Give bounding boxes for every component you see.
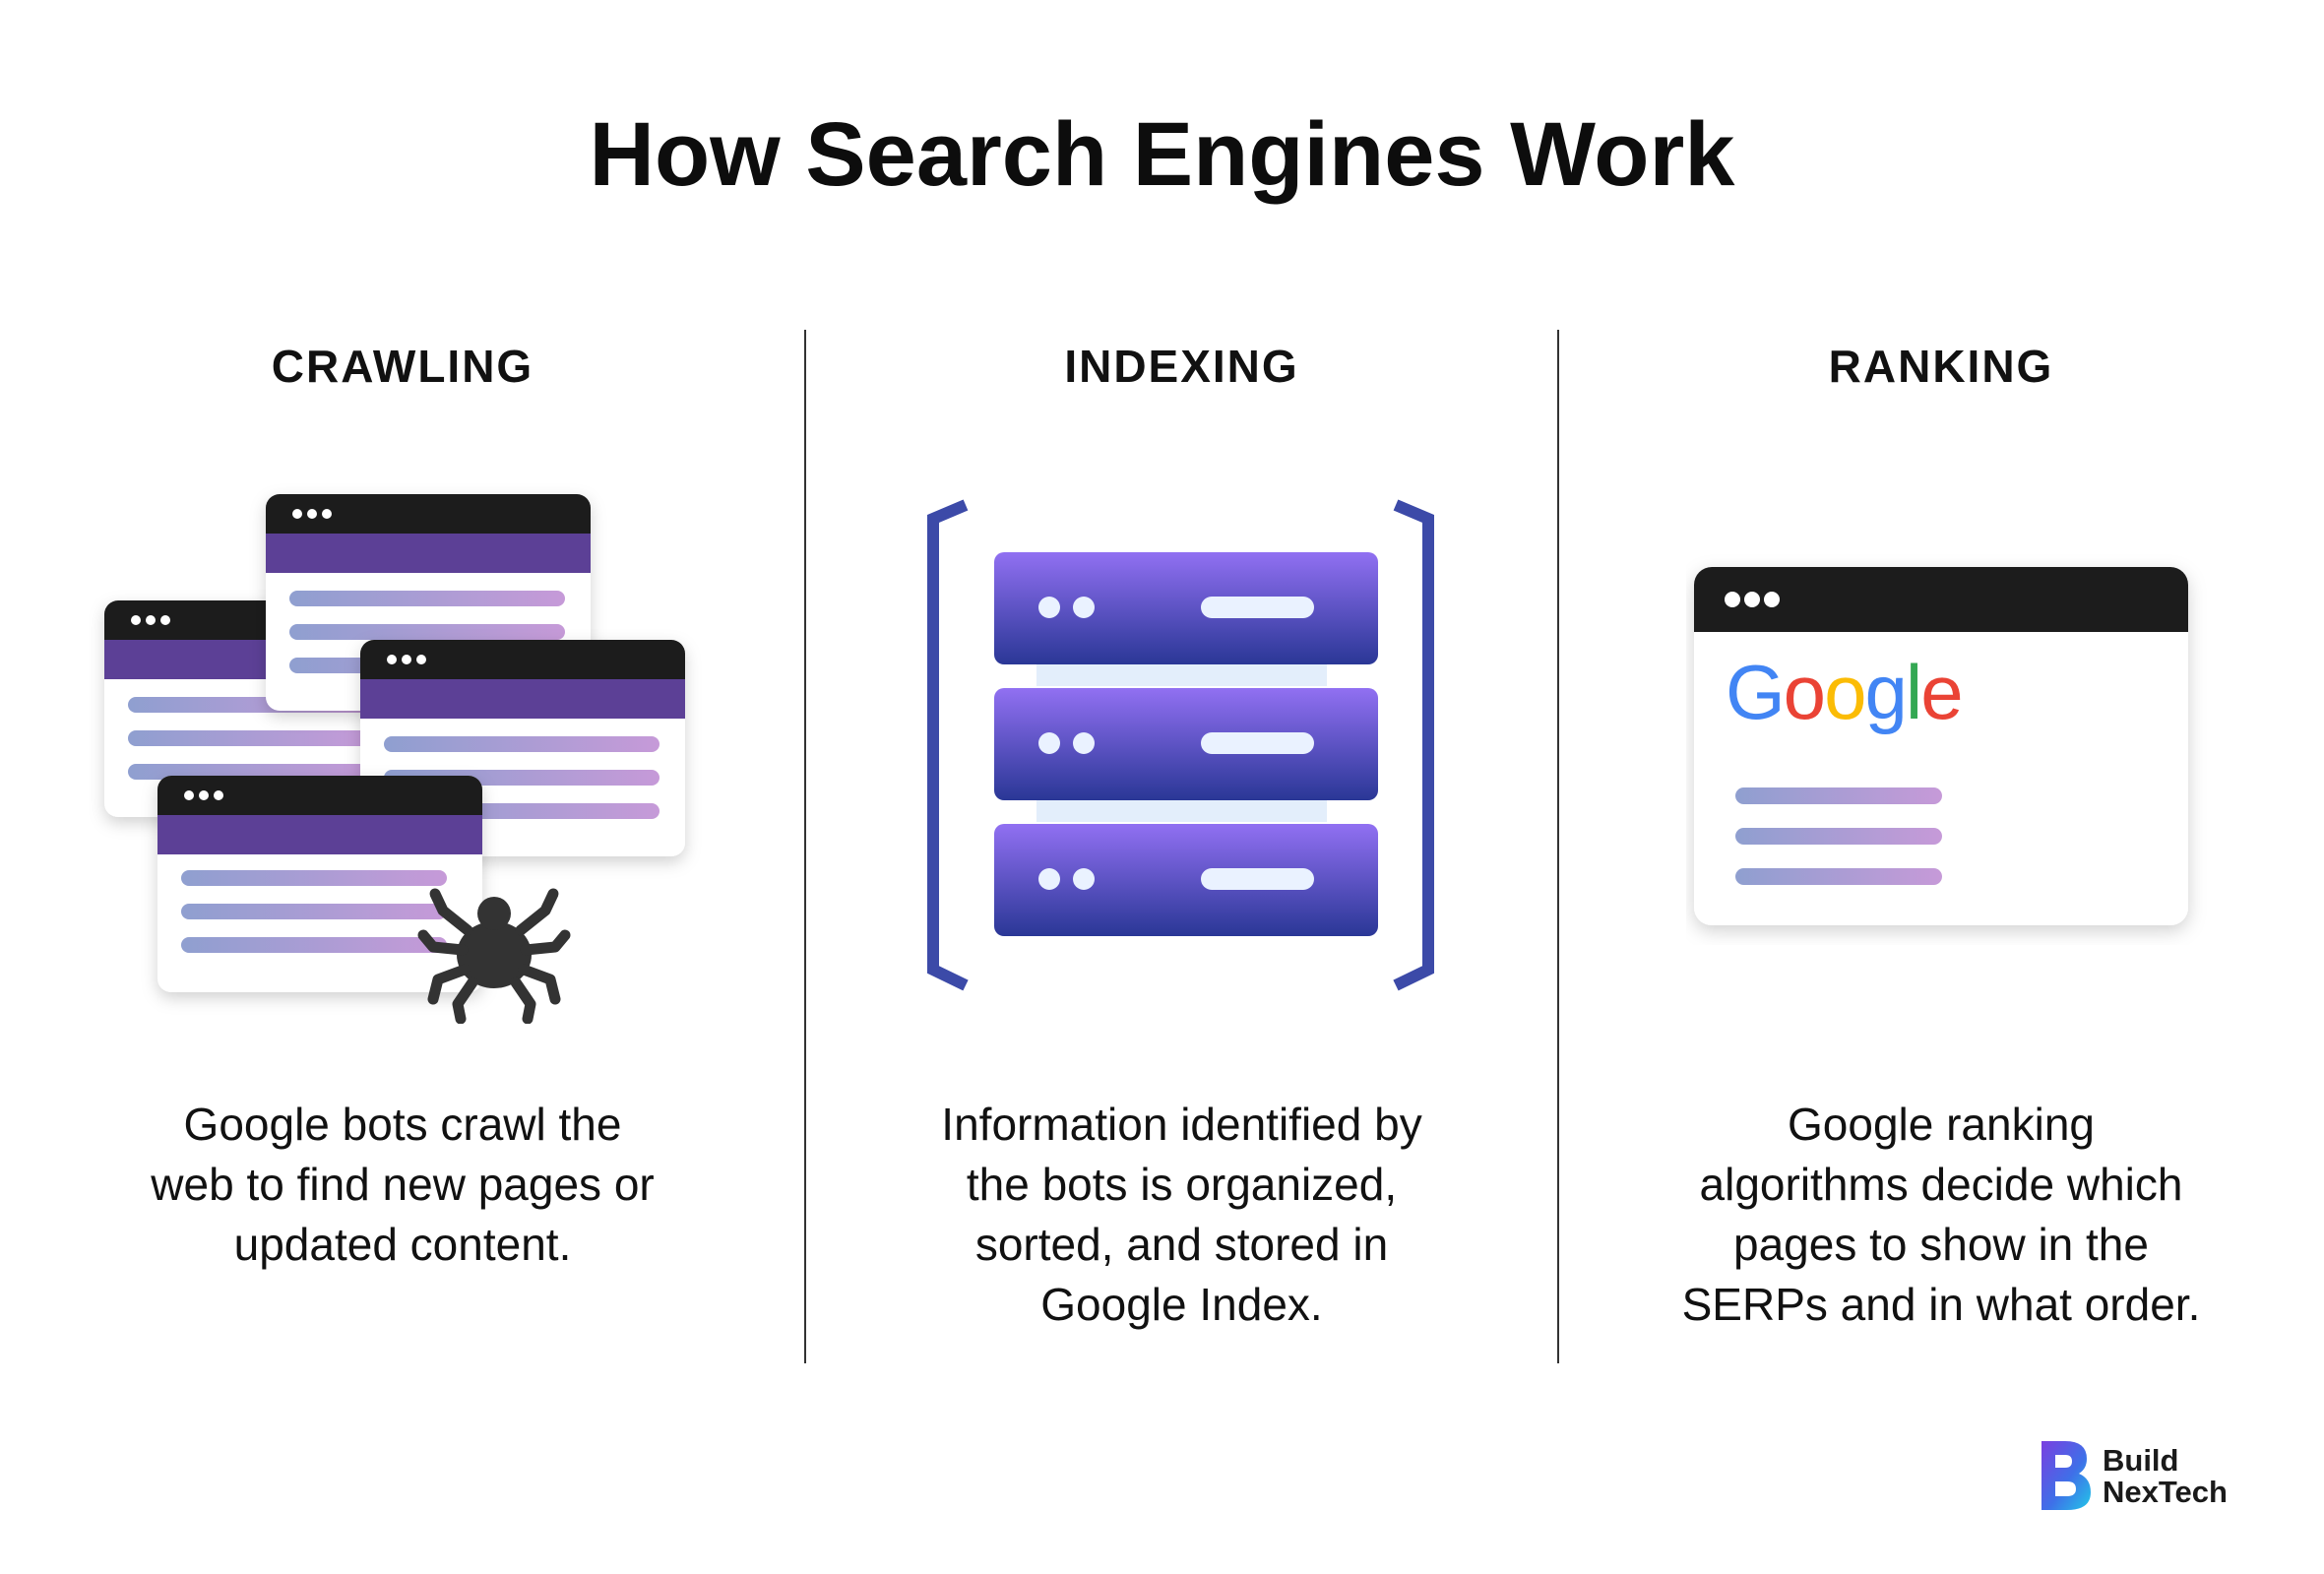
- column-divider: [804, 330, 806, 1363]
- brand-name-line2: NexTech: [2103, 1475, 2228, 1509]
- bracket-icon: [927, 499, 1434, 991]
- description-line: updated content.: [233, 1219, 572, 1270]
- page-title: How Search Engines Work: [589, 104, 1735, 205]
- step-indexing: INDEXING Informatio: [805, 0, 1558, 1574]
- brand-name-line1: Build: [2103, 1443, 2179, 1478]
- step-heading-ranking: RANKING: [1828, 341, 2054, 392]
- description-line: SERPs and in what order.: [1681, 1279, 2201, 1330]
- step-description-crawling: Google bots crawl the web to find new pa…: [0, 1095, 805, 1275]
- ranking-illustration: Google: [1694, 567, 2188, 925]
- step-crawling: CRAWLING: [0, 0, 805, 1574]
- step-description-ranking: Google ranking algorithms decide which p…: [1558, 1095, 2324, 1335]
- description-line: Google bots crawl the: [183, 1099, 622, 1150]
- brand-name: Build NexTech: [2103, 1445, 2228, 1508]
- description-line: sorted, and stored in: [974, 1219, 1389, 1270]
- brand-mark-icon: [2041, 1441, 2091, 1510]
- description-line: pages to show in the: [1733, 1219, 2149, 1270]
- google-logo: Google: [1726, 649, 1962, 735]
- indexing-illustration: [927, 499, 1434, 991]
- spider-icon: [417, 888, 571, 1024]
- description-line: the bots is organized,: [966, 1159, 1398, 1210]
- step-heading-indexing: INDEXING: [1064, 341, 1299, 392]
- step-ranking: RANKING Google Google ranking algorithms…: [1558, 0, 2324, 1574]
- step-description-indexing: Information identified by the bots is or…: [805, 1095, 1558, 1335]
- description-line: Google Index.: [1040, 1279, 1323, 1330]
- description-line: Google ranking: [1788, 1099, 2095, 1150]
- description-line: algorithms decide which: [1699, 1159, 2183, 1210]
- browser-window-icon: [157, 776, 482, 992]
- description-line: Information identified by: [941, 1099, 1422, 1150]
- browser-window-icon: [1694, 567, 2188, 925]
- brand-logo: Build NexTech: [2036, 1437, 2252, 1516]
- column-divider: [1557, 330, 1559, 1363]
- description-line: web to find new pages or: [151, 1159, 655, 1210]
- server-stack-icon: [994, 552, 1378, 936]
- step-heading-crawling: CRAWLING: [271, 341, 534, 392]
- crawling-illustration: [104, 494, 685, 1024]
